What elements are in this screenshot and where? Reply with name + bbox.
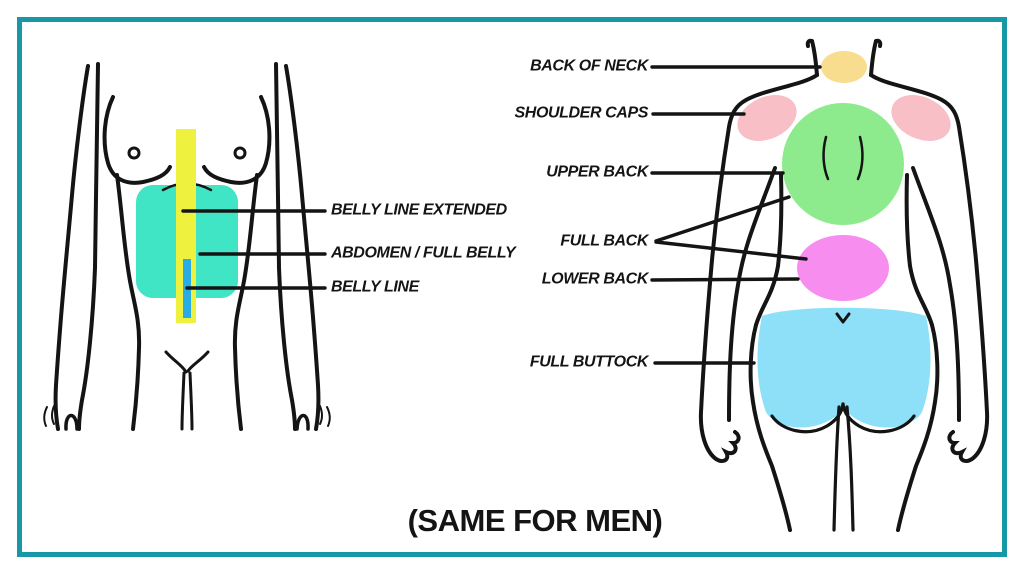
spine-line-left [822,135,830,181]
front-right-arm-outer-outline [284,64,321,431]
right-buttock-crease [841,402,916,434]
tailbone-v-mark [835,312,851,324]
left-nipple [127,146,141,160]
right-nipple [233,146,247,160]
label-full-back: FULL BACK [560,232,648,250]
label-back-of-neck: BACK OF NECK [530,57,648,75]
right-hand-knuckle-marks [319,405,331,427]
back-left-torso-outline [754,173,784,327]
inner-thigh-left-line [180,371,186,431]
pubic-v-right [186,350,210,373]
upper-back-area [782,103,904,225]
full-buttock-area [757,307,931,428]
inner-thigh-right-line [188,371,194,431]
right-breast-outline [202,95,272,185]
back-right-hip-leg-outline [896,323,940,532]
back-right-arm-outer-outline [869,73,990,463]
lower-back-area [797,235,889,301]
front-figure [43,62,331,431]
leader-line-lower-back [650,277,800,282]
front-left-torso-outline [115,173,142,431]
front-right-torso-outline [232,173,259,431]
back-neck-left-outline [805,38,819,77]
front-left-arm-inner-outline [77,62,100,431]
back-right-torso-outline [904,173,934,327]
back-inner-leg-left [832,405,841,532]
back-of-neck-area [821,51,867,83]
same-for-men-caption: (SAME FOR MEN) [407,503,663,538]
label-abdomen-full-belly: ABDOMEN / FULL BELLY [331,244,516,262]
left-hand-knuckle-marks [43,405,55,427]
right-hand-thumb [295,413,310,431]
label-full-buttock: FULL BUTTOCK [529,353,649,371]
label-shoulder-caps: SHOULDER CAPS [514,104,649,122]
front-left-arm-outer-outline [53,64,90,431]
label-lower-back: LOWER BACK [541,270,649,288]
left-breast-outline [102,95,172,185]
shoulder-cap-left-area [737,95,797,141]
back-neck-right-outline [869,38,883,77]
back-left-arm-outer-outline [698,73,819,463]
spine-line-right [856,135,864,181]
leader-lines-full-back [654,195,808,261]
back-inner-leg-right [845,405,855,532]
label-belly-line: BELLY LINE [331,278,419,296]
label-upper-back: UPPER BACK [546,163,648,181]
pubic-v-left [164,350,188,374]
front-right-arm-inner-outline [274,62,297,431]
left-hand-thumb [64,413,79,431]
label-belly-line-extended: BELLY LINE EXTENDED [331,201,507,219]
back-figure [650,38,990,532]
back-right-arm-inner-outline [911,166,961,422]
shoulder-cap-right-area [891,95,951,141]
frame-border [17,17,1007,557]
left-buttock-crease [770,402,845,434]
